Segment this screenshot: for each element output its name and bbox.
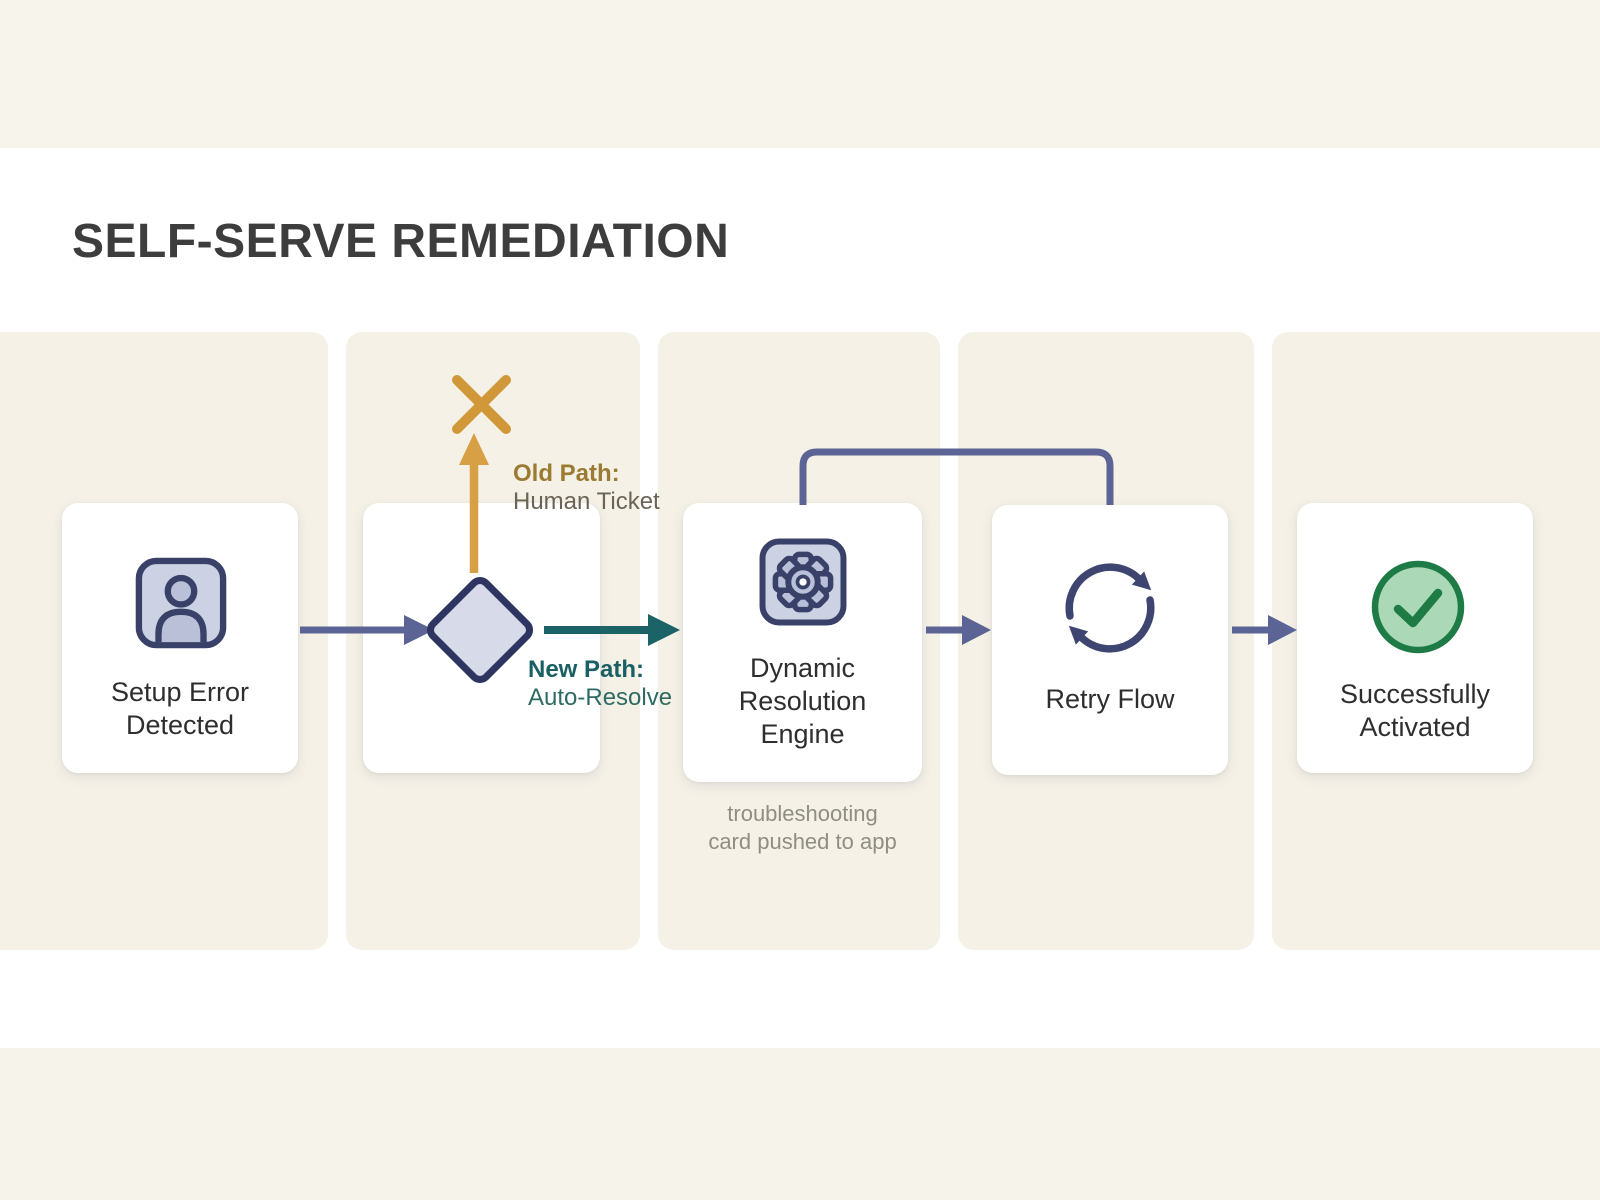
bottom-beige-band [0,1048,1600,1200]
node-resolution-engine: Dynamic Resolution Engine [683,503,922,782]
node-success: Successfully Activated [1297,503,1533,773]
node-retry-flow: Retry Flow [992,505,1228,775]
new-path-label: New Path: Auto-Resolve [528,656,673,711]
node-label: Dynamic Resolution Engine [738,653,867,749]
gear-icon [757,536,849,633]
engine-caption: troubleshooting card pushed to app [708,801,897,854]
retry-cycle-icon [1058,556,1162,665]
node-label: Retry Flow [1045,684,1175,714]
top-beige-band [0,0,1600,148]
node-label: Setup Error Detected [110,677,250,740]
check-circle-icon [1368,557,1468,662]
old-path-label: Old Path: Human Ticket [513,460,660,515]
node-label: Successfully Activated [1339,679,1491,742]
page-title: SELF-SERVE REMEDIATION [72,215,730,268]
node-setup-error: Setup Error Detected [62,503,298,773]
person-icon [134,556,228,655]
